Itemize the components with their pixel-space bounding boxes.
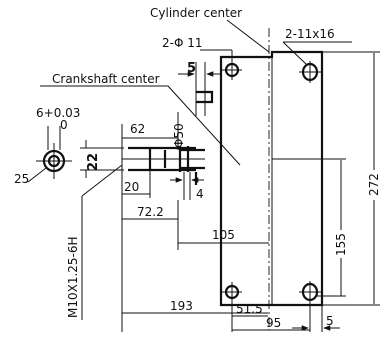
dim-4-label: 4 xyxy=(196,187,204,201)
hole-bottom-right xyxy=(299,281,321,303)
dim-72-2-label: 72.2 xyxy=(137,205,164,219)
dim-25: 25 xyxy=(14,167,47,186)
mounting-plate xyxy=(219,50,324,307)
dim-105-label: 105 xyxy=(212,228,235,242)
holes-2-11x16-label: 2-11x16 xyxy=(285,27,335,41)
hole-top-right xyxy=(299,61,321,83)
crankshaft-center-label: Crankshaft center xyxy=(52,72,160,86)
thread-callout: M10X1.25-6H xyxy=(66,164,123,320)
dim-22: 22 xyxy=(80,140,124,178)
dim-155-label: 155 xyxy=(334,233,348,256)
tolerance-label: 6+0.03 0 xyxy=(36,106,80,132)
dim-4: 4 xyxy=(170,172,204,201)
tolerance-bottom: 0 xyxy=(60,118,68,132)
dim-193-label: 193 xyxy=(170,299,193,313)
dim-phi50-label: Φ50 xyxy=(172,123,186,148)
shaft-assembly xyxy=(122,146,205,185)
cylinder-center-line: Cylinder center xyxy=(150,6,270,330)
dim-62: 62 xyxy=(121,122,178,220)
cylinder-center-label: Cylinder center xyxy=(150,6,242,20)
dim-155: 155 xyxy=(272,158,348,297)
dim-62-label: 62 xyxy=(130,122,145,136)
holes-2phi11-label: 2-Φ 11 xyxy=(162,36,203,50)
dim-5-top-label: 5 xyxy=(187,61,196,76)
dim-5-bottom: 5 xyxy=(292,314,340,331)
crankshaft-center-line: Crankshaft center xyxy=(40,72,241,166)
thread-label: M10X1.25-6H xyxy=(66,236,80,318)
dim-95-label: 95 xyxy=(266,316,281,330)
hole-top-left xyxy=(222,60,242,80)
dim-5-bottom-label: 5 xyxy=(326,314,334,328)
holes-2-11x16: 2-11x16 xyxy=(282,27,352,65)
dim-72-2: 72.2 xyxy=(122,200,179,250)
dim-22-label: 22 xyxy=(86,153,101,171)
dim-193: 193 xyxy=(122,299,268,314)
tolerance-top: 6+0.03 xyxy=(36,106,80,120)
hole-bottom-left xyxy=(222,282,242,302)
dim-25-label: 25 xyxy=(14,172,29,186)
dim-105: 105 xyxy=(178,228,269,244)
dim-51-5-label: 51.5 xyxy=(236,302,263,316)
dim-5-top: 5 xyxy=(178,61,222,116)
holes-2phi11: 2-Φ 11 xyxy=(162,36,233,62)
dim-95: 95 xyxy=(232,316,310,331)
dim-20-label: 20 xyxy=(124,180,139,194)
dim-51-5: 51.5 xyxy=(232,302,268,317)
dim-phi50: Φ50 xyxy=(172,112,186,150)
pin-hole-view xyxy=(36,126,72,179)
dim-20: 20 xyxy=(122,170,151,198)
dim-272: 272 xyxy=(322,51,381,306)
dim-272-label: 272 xyxy=(367,173,381,196)
